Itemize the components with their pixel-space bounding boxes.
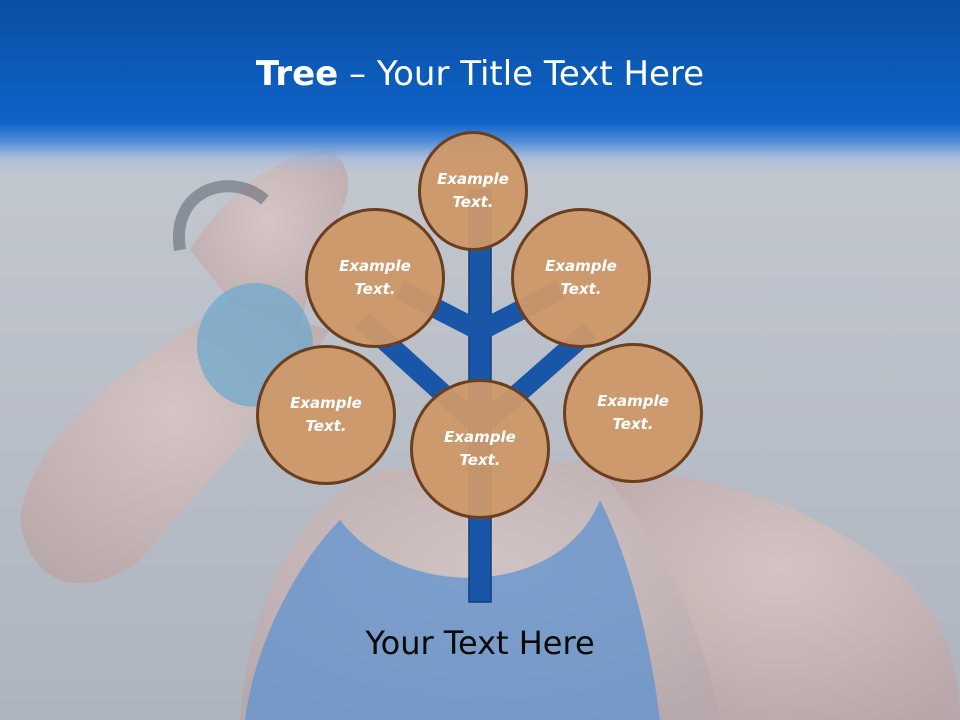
tree-node-center-text: Example Text. [444, 428, 516, 469]
photo-right-shoulder [600, 470, 960, 720]
tree-node-lower-right: Example Text. [563, 343, 703, 483]
tree-node-upper-right: Example Text. [511, 208, 651, 348]
tree-node-top: Example Text. [418, 131, 528, 251]
tree-node-upper-left: Example Text. [305, 208, 445, 348]
slide-title-bold: Tree [255, 54, 339, 94]
tree-node-lower-left-text: Example Text. [290, 394, 362, 435]
slide-title-rest: – Your Title Text Here [338, 54, 705, 94]
slide-title: Tree – Your Title Text Here [0, 50, 960, 98]
tree-node-center: Example Text. [410, 379, 550, 519]
photo-top [245, 500, 660, 720]
slide-caption: Your Text Here [365, 624, 595, 662]
tree-node-upper-right-text: Example Text. [545, 257, 617, 298]
tree-node-top-text: Example Text. [437, 170, 509, 211]
photo-kettlebell-handle [172, 180, 269, 251]
tree-node-lower-right-text: Example Text. [597, 392, 669, 433]
tree-node-lower-left: Example Text. [256, 345, 396, 485]
tree-node-upper-left-text: Example Text. [339, 257, 411, 298]
